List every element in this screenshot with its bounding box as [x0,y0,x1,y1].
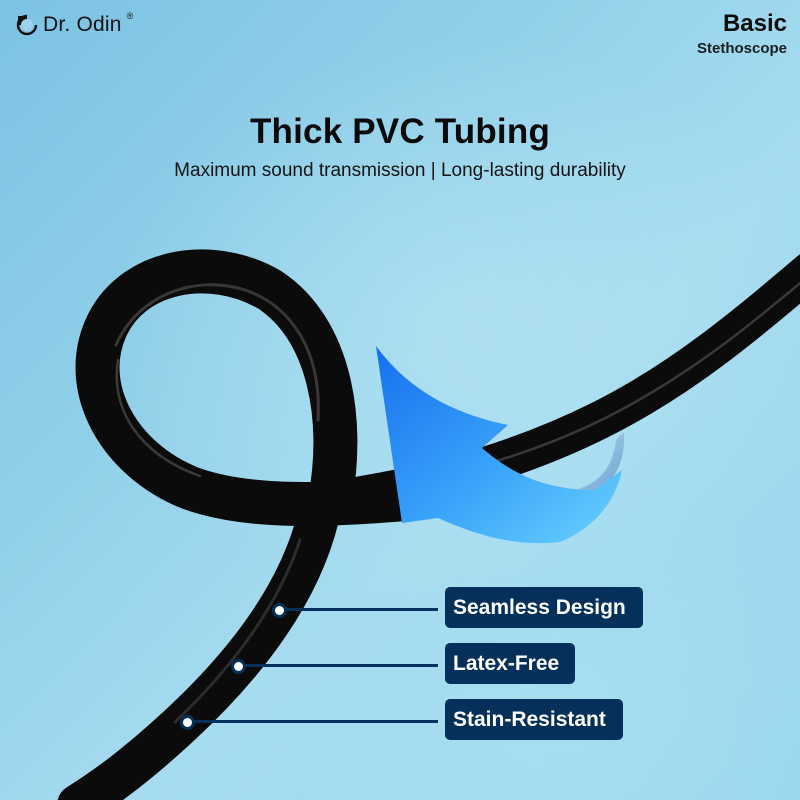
feature-badge: Stain-Resistant [445,699,623,740]
callout-leader-line [243,664,438,667]
brand-logo: Dr. Odin ® [15,11,134,37]
product-type: Stethoscope [696,40,787,57]
curved-blue-arrow-icon [376,346,622,544]
registered-mark: ® [126,11,134,21]
product-name: Basic [722,10,787,37]
page-title: Thick PVC Tubing [249,112,551,151]
tube-tail [57,497,339,800]
callout-leader-line [192,720,438,723]
callout-dot [180,715,195,730]
page-subtitle: Maximum sound transmission | Long-lastin… [174,160,626,181]
feature-badge: Latex-Free [445,643,575,684]
brand-name: Dr. Odin [43,13,122,36]
callout-dot [272,603,287,618]
tube-loop [75,249,442,526]
circle-quadrant-logo-icon [16,14,38,36]
product-label: Basic Stethoscope [697,10,787,60]
feature-badge: Seamless Design [445,587,643,628]
callout-dot [231,659,246,674]
callout-leader-line [284,608,438,611]
